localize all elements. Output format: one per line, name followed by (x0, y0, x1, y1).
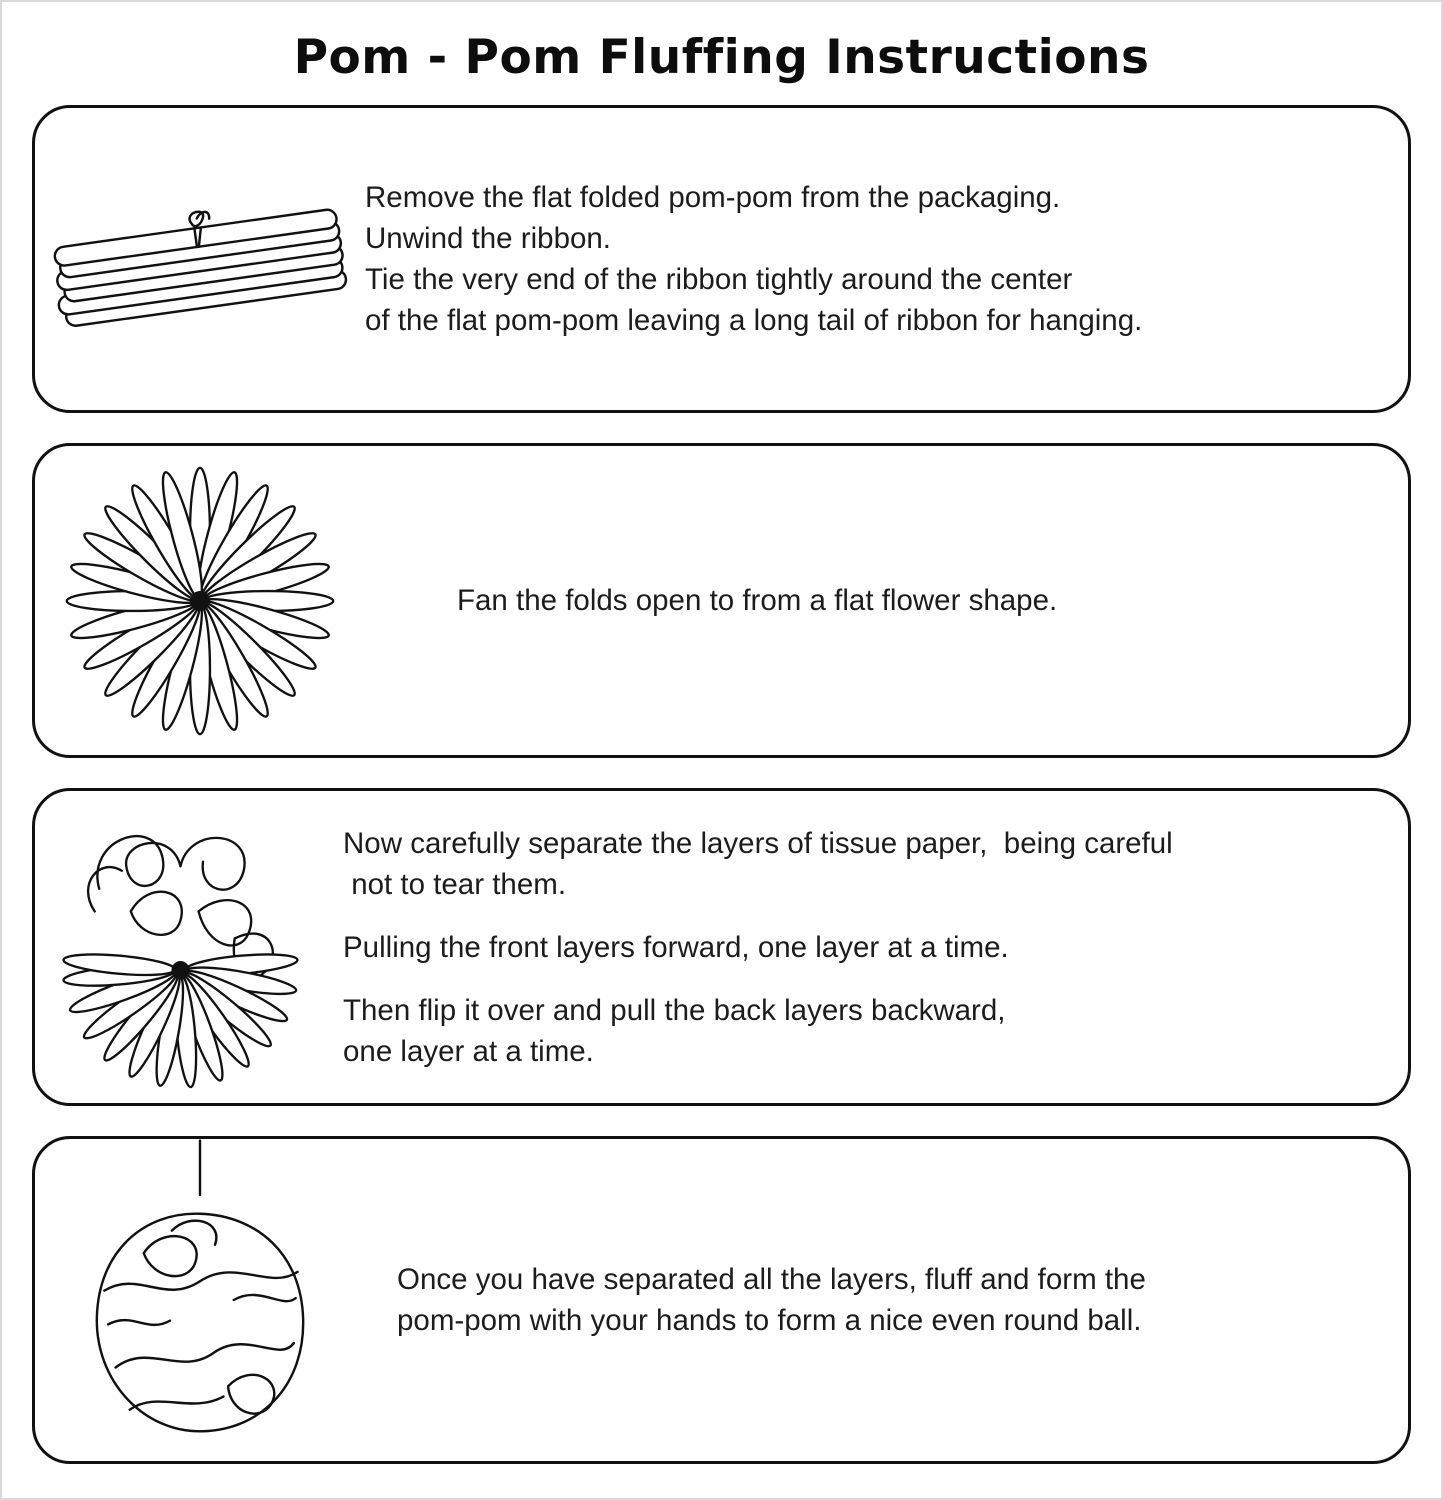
step-panel-4: Once you have separated all the layers, … (32, 1136, 1411, 1464)
step-panel-2: Fan the folds open to from a flat flower… (32, 443, 1411, 758)
step3-line: not to tear them. (343, 867, 567, 901)
step-panel-3: Now carefully separate the layers of tis… (32, 788, 1411, 1106)
step4-line: Once you have separated all the layers, … (397, 1263, 1146, 1296)
step3-text: Now carefully separate the layers of tis… (335, 823, 1408, 1072)
step4-line: pom-pom with your hands to form a nice e… (397, 1304, 1142, 1337)
step-panel-1: Remove the flat folded pom-pom from the … (32, 105, 1411, 413)
step3-line: Pulling the front layers forward, one la… (343, 930, 1009, 964)
step3-line: one layer at a time. (343, 1034, 594, 1068)
flat-folded-pompom-illustration (35, 169, 365, 349)
page-title: Pom - Pom Fluffing Instructions (293, 30, 1150, 85)
separate-layers-illustration (35, 800, 335, 1095)
step1-line: Remove the flat folded pom-pom from the … (365, 181, 1061, 214)
step3-paragraph: Now carefully separate the layers of tis… (343, 823, 1384, 905)
step3-line: Now carefully separate the layers of tis… (343, 826, 1173, 860)
step1-line: Tie the very end of the ribbon tightly a… (365, 263, 1073, 296)
step4-text: Once you have separated all the layers, … (365, 1259, 1408, 1341)
step2-line: Fan the folds open to from a flat flower… (457, 584, 1058, 617)
step3-paragraph: Pulling the front layers forward, one la… (343, 927, 1384, 968)
step2-text: Fan the folds open to from a flat flower… (365, 580, 1408, 621)
step1-line: Unwind the ribbon. (365, 222, 611, 255)
step1-line: of the flat pom-pom leaving a long tail … (365, 304, 1143, 337)
fan-flower-illustration (35, 456, 365, 746)
step3-line: Then flip it over and pull the back laye… (343, 993, 1006, 1027)
round-pompom-illustration (35, 1139, 365, 1461)
step1-text: Remove the flat folded pom-pom from the … (365, 177, 1408, 341)
step3-paragraph: Then flip it over and pull the back laye… (343, 990, 1384, 1072)
